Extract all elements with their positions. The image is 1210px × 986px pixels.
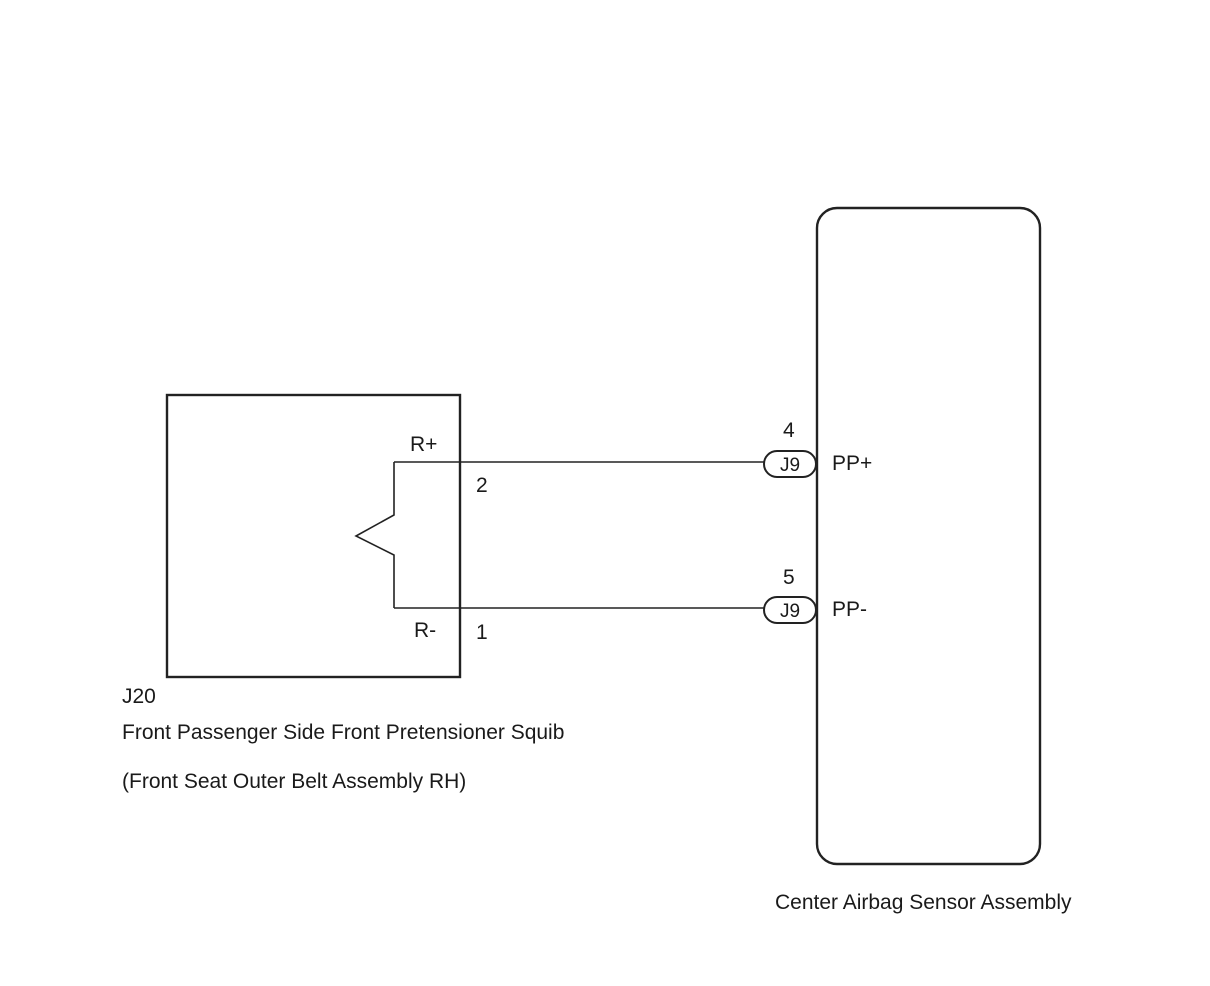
squib-name: Front Passenger Side Front Pretensioner … [122, 721, 564, 744]
squib-connector-code: J20 [122, 685, 156, 708]
squib-terminal-plus-label: R+ [410, 433, 437, 456]
connector-j9-minus-label: J9 [780, 601, 800, 622]
sensor-pin-plus: 4 [783, 419, 795, 442]
sensor-box [815, 206, 1042, 866]
sensor-name: Center Airbag Sensor Assembly [775, 891, 1072, 914]
connector-j9-plus [763, 450, 817, 478]
sensor-pin-minus: 5 [783, 566, 795, 589]
connector-j9-minus [763, 596, 817, 624]
squib-pin-minus: 1 [476, 621, 488, 644]
squib-terminal-minus-label: R- [414, 619, 436, 642]
squib-pin-plus: 2 [476, 474, 488, 497]
sensor-terminal-minus-label: PP- [832, 598, 867, 621]
squib-subname: (Front Seat Outer Belt Assembly RH) [122, 770, 466, 793]
sensor-terminal-plus-label: PP+ [832, 452, 872, 475]
squib-box [165, 393, 462, 679]
connector-j9-plus-label: J9 [780, 455, 800, 476]
squib-element-symbol [354, 462, 395, 608]
